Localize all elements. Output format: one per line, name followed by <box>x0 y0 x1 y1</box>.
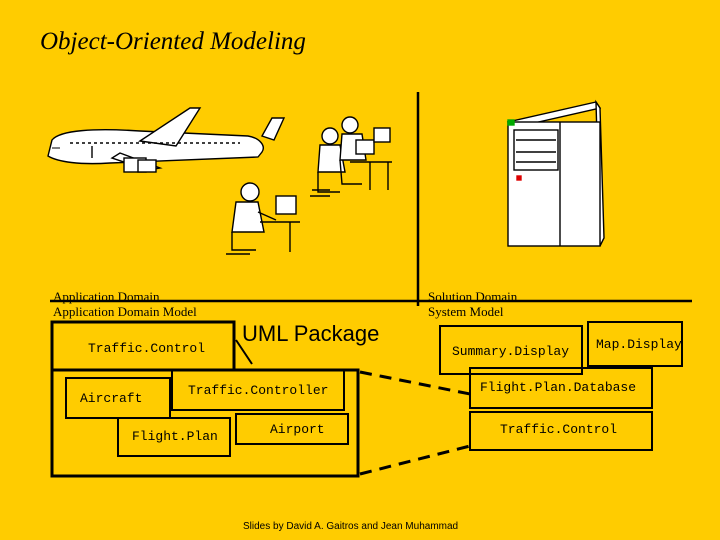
map-display-class-name: Map.Display <box>596 337 682 352</box>
worker-at-computer-icon <box>226 182 300 255</box>
slide-title: Object-Oriented Modeling <box>40 28 306 55</box>
mapping-line-bottom <box>359 444 471 476</box>
traffic-controller-class-box <box>171 369 345 411</box>
system-model-diagram <box>439 321 683 451</box>
application-domain-label: Application Domain <box>53 289 160 304</box>
map-display-class-box <box>587 321 683 367</box>
summary-display-class-box <box>439 325 583 375</box>
flight-plan-database-class-name: Flight.Plan.Database <box>480 380 637 395</box>
airport-class-name: Airport <box>270 422 325 437</box>
traffic-control-class-name: Traffic.Control <box>500 422 618 437</box>
server-tower-icon <box>506 99 605 247</box>
solution-domain-label: Solution Domain <box>428 289 518 304</box>
application-package-diagram <box>50 320 360 478</box>
flight-plan-database-class-box <box>469 367 653 409</box>
package-label-pointer <box>235 339 253 365</box>
airport-class-box <box>235 413 349 445</box>
traffic-control-package-name: Traffic.Control <box>88 341 206 356</box>
uml-package-label: UML Package <box>242 321 380 346</box>
workers-at-desk-icon <box>310 116 392 197</box>
mapping-line-top <box>359 370 471 396</box>
airplane-icon <box>47 107 286 173</box>
aircraft-class-name: Aircraft <box>80 391 143 406</box>
flight-plan-class-box <box>117 417 231 457</box>
application-domain-model-label: Application Domain Model <box>53 304 197 319</box>
slide-credit: Slides by David A. Gaitros and Jean Muha… <box>243 521 459 532</box>
summary-display-class-name: Summary.Display <box>452 344 570 359</box>
traffic-control-class-box <box>469 411 653 451</box>
traffic-controller-class-name: Traffic.Controller <box>188 383 329 398</box>
system-model-label: System Model <box>428 304 504 319</box>
flight-plan-class-name: Flight.Plan <box>132 429 218 444</box>
